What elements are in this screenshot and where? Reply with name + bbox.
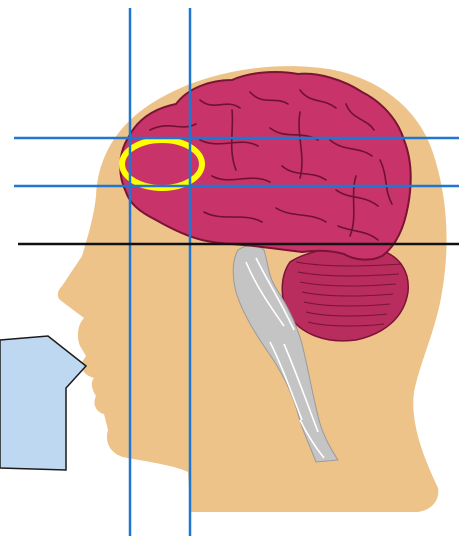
callout-bubble — [0, 336, 86, 470]
